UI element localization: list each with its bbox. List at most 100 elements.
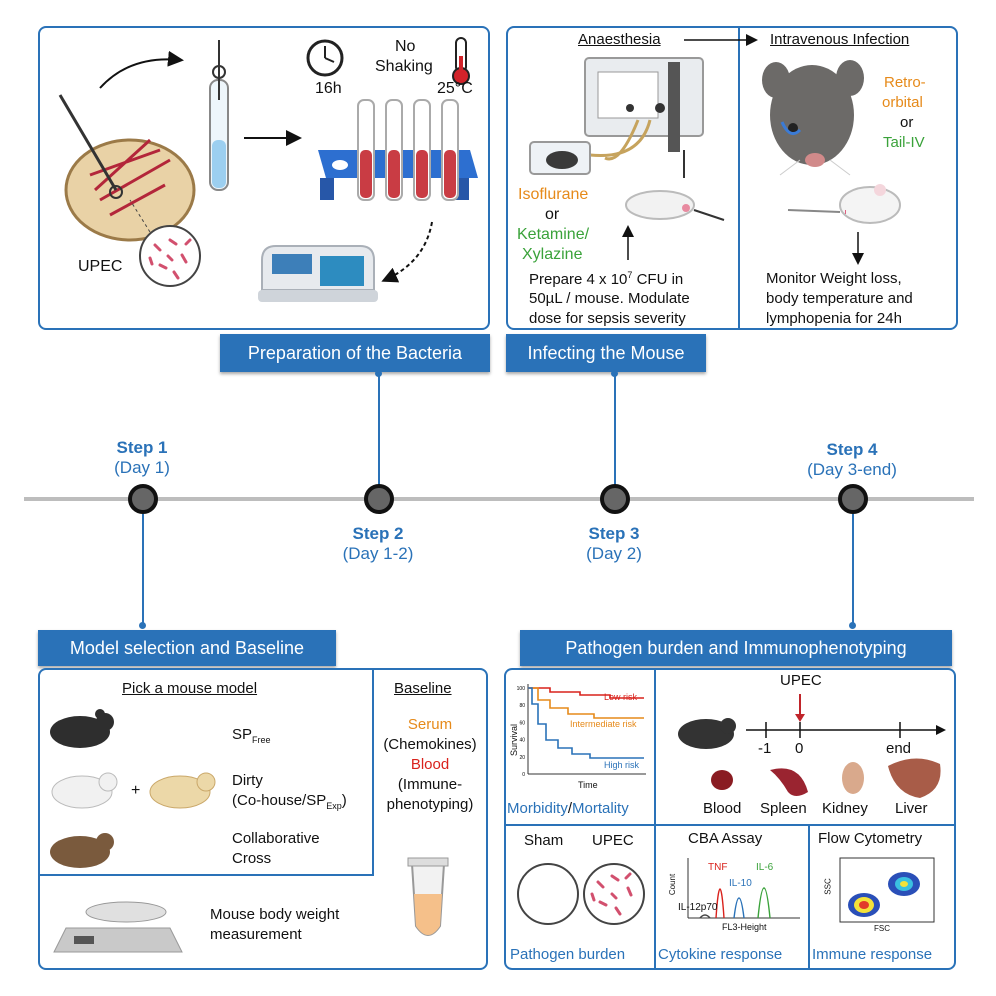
anaesthesia-title: Anaesthesia [578, 31, 661, 48]
sham-dish-icon [517, 863, 579, 925]
isoflurane-label: Isoflurane [518, 186, 589, 203]
time-axis-label: Time [578, 780, 598, 790]
tnf-peak [715, 888, 725, 919]
model-divider-h [40, 874, 374, 876]
anaesthesia-machine-icon [584, 57, 704, 178]
collab-label-2: Cross [232, 850, 272, 867]
monitor-line-2: body temperature and [766, 290, 913, 307]
plus-label: + [131, 782, 141, 799]
white-mouse-left-icon [51, 772, 118, 809]
step3-node [600, 484, 630, 514]
sp-free-text: SP [232, 726, 253, 743]
timeline-axis [24, 497, 974, 501]
connector-step2 [378, 372, 380, 486]
survival-y-tick: 80 [519, 703, 525, 709]
step2-day: (Day 1-2) [342, 544, 414, 563]
iv-infection-title: Intravenous Infection [770, 31, 910, 48]
pathogen-divider-v1 [654, 670, 656, 968]
retro-label-2: orbital [882, 94, 923, 111]
pathogen-divider-v2 [808, 826, 810, 968]
time-label: 16h [315, 80, 342, 97]
ketamine-label: Ketamine/ [517, 226, 590, 243]
step1-node [128, 484, 158, 514]
spleen-organ-icon [770, 768, 808, 796]
prepare-line-3: dose for sepsis severity [529, 310, 686, 327]
cba-title: CBA Assay [688, 830, 763, 847]
il6-peak [757, 887, 771, 919]
sham-label: Sham [524, 832, 564, 849]
il10-peak [733, 897, 745, 919]
fsc-axis-label: FSC [874, 924, 890, 933]
white-mouse-icon [787, 184, 901, 224]
series-high-risk [528, 687, 644, 759]
survival-y-tick: 100 [517, 686, 526, 692]
mortality-text: Mortality [572, 800, 629, 817]
temp-label: 25°C [437, 80, 473, 97]
shaking-label: Shaking [375, 58, 433, 75]
monitor-line-1: Monitor Weight loss, [766, 270, 902, 287]
step2-title: Step 2 [352, 524, 404, 543]
cohouse-sub: Exp [326, 801, 342, 811]
culture-tube-icon [209, 40, 229, 191]
series-intermediate-risk [528, 687, 644, 719]
prepare-text-b: CFU in [632, 271, 684, 288]
survival-y-tick: 0 [522, 772, 525, 778]
cohouse-label: (Co-house/SPExp) [232, 792, 347, 811]
sleeping-mouse-icon [625, 190, 725, 221]
spleen-organ-label: Spleen [760, 800, 807, 817]
il10-label: IL-10 [729, 878, 752, 889]
morbidity-slash: / [567, 800, 573, 817]
fl3-axis-label: FL3-Height [722, 922, 767, 932]
survival-y-tick: 60 [519, 720, 525, 726]
pick-model-title: Pick a mouse model [122, 680, 258, 697]
spectrophotometer-icon [258, 245, 378, 302]
connector-dot-step3 [611, 370, 618, 377]
series-low-risk [528, 687, 644, 699]
step3-day: (Day 2) [586, 544, 642, 563]
tnf-label: TNF [708, 862, 728, 873]
retro-label-1: Retro- [884, 74, 926, 91]
prepare-line-1: Prepare 4 x 107 CFU in [529, 270, 683, 288]
upec-dish-label: UPEC [592, 832, 634, 849]
collab-label-1: Collaborative [232, 830, 320, 847]
pathogen-burden-label: Pathogen burden [510, 946, 626, 963]
pathogen-divider-h [506, 824, 954, 826]
connector-dot-step2 [375, 370, 382, 377]
il6-label: IL-6 [756, 862, 774, 873]
flow-title: Flow Cytometry [818, 830, 923, 847]
tube-rack-icon [318, 99, 478, 201]
prep-banner: Preparation of the Bacteria [220, 334, 490, 372]
upec-timeline-label: UPEC [780, 672, 822, 689]
prepare-exponent: 7 [627, 270, 633, 280]
tick-end: end [886, 740, 912, 757]
brown-mouse-icon [50, 833, 114, 868]
liver-organ-label: Liver [895, 800, 928, 817]
monitor-line-3: lymphopenia for 24h [766, 310, 902, 327]
weight-label-1: Mouse body weight [210, 906, 340, 923]
blood-label: Blood [410, 756, 450, 773]
infect-divider [738, 28, 740, 328]
step3-title: Step 3 [588, 524, 640, 543]
xylazine-label: Xylazine [522, 246, 583, 263]
immune-label-2: phenotyping) [386, 796, 474, 813]
prepare-line-2: 50µL / mouse. Modulate [529, 290, 690, 307]
or-label-1: or [545, 206, 560, 223]
connector-dot-step4 [849, 622, 856, 629]
il12-label: IL-12p70 [678, 902, 718, 913]
ssc-axis-label: SSC [823, 878, 833, 895]
high-risk-label: High risk [604, 760, 640, 770]
connector-step3 [614, 372, 616, 486]
intermediate-risk-label: Intermediate risk [570, 719, 637, 729]
model-divider-v [372, 670, 374, 876]
weight-label-2: measurement [210, 926, 302, 943]
pathogen-banner: Pathogen burden and Immunophenotyping [520, 630, 952, 666]
chemokines-label: (Chemokines) [383, 736, 477, 753]
morbidity-label: Morbidity/Mortality [507, 800, 629, 817]
step2-label: Step 2 (Day 1-2) [318, 524, 438, 564]
step3-label: Step 3 (Day 2) [554, 524, 674, 564]
